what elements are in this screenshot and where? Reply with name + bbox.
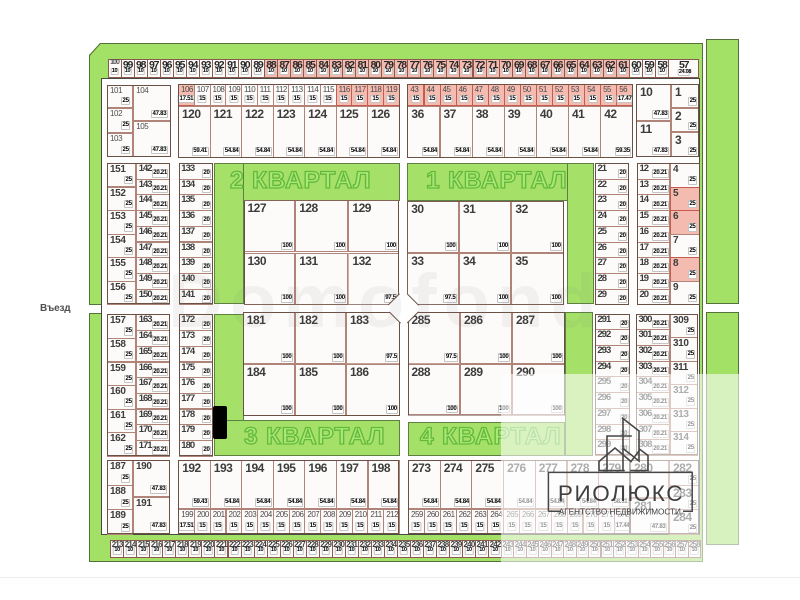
svg-text:РИОЛЮКС: РИОЛЮКС xyxy=(558,481,684,506)
svg-text:АГЕНТСТВО НЕДВИЖИМОСТИ.: АГЕНТСТВО НЕДВИЖИМОСТИ. xyxy=(559,508,683,517)
